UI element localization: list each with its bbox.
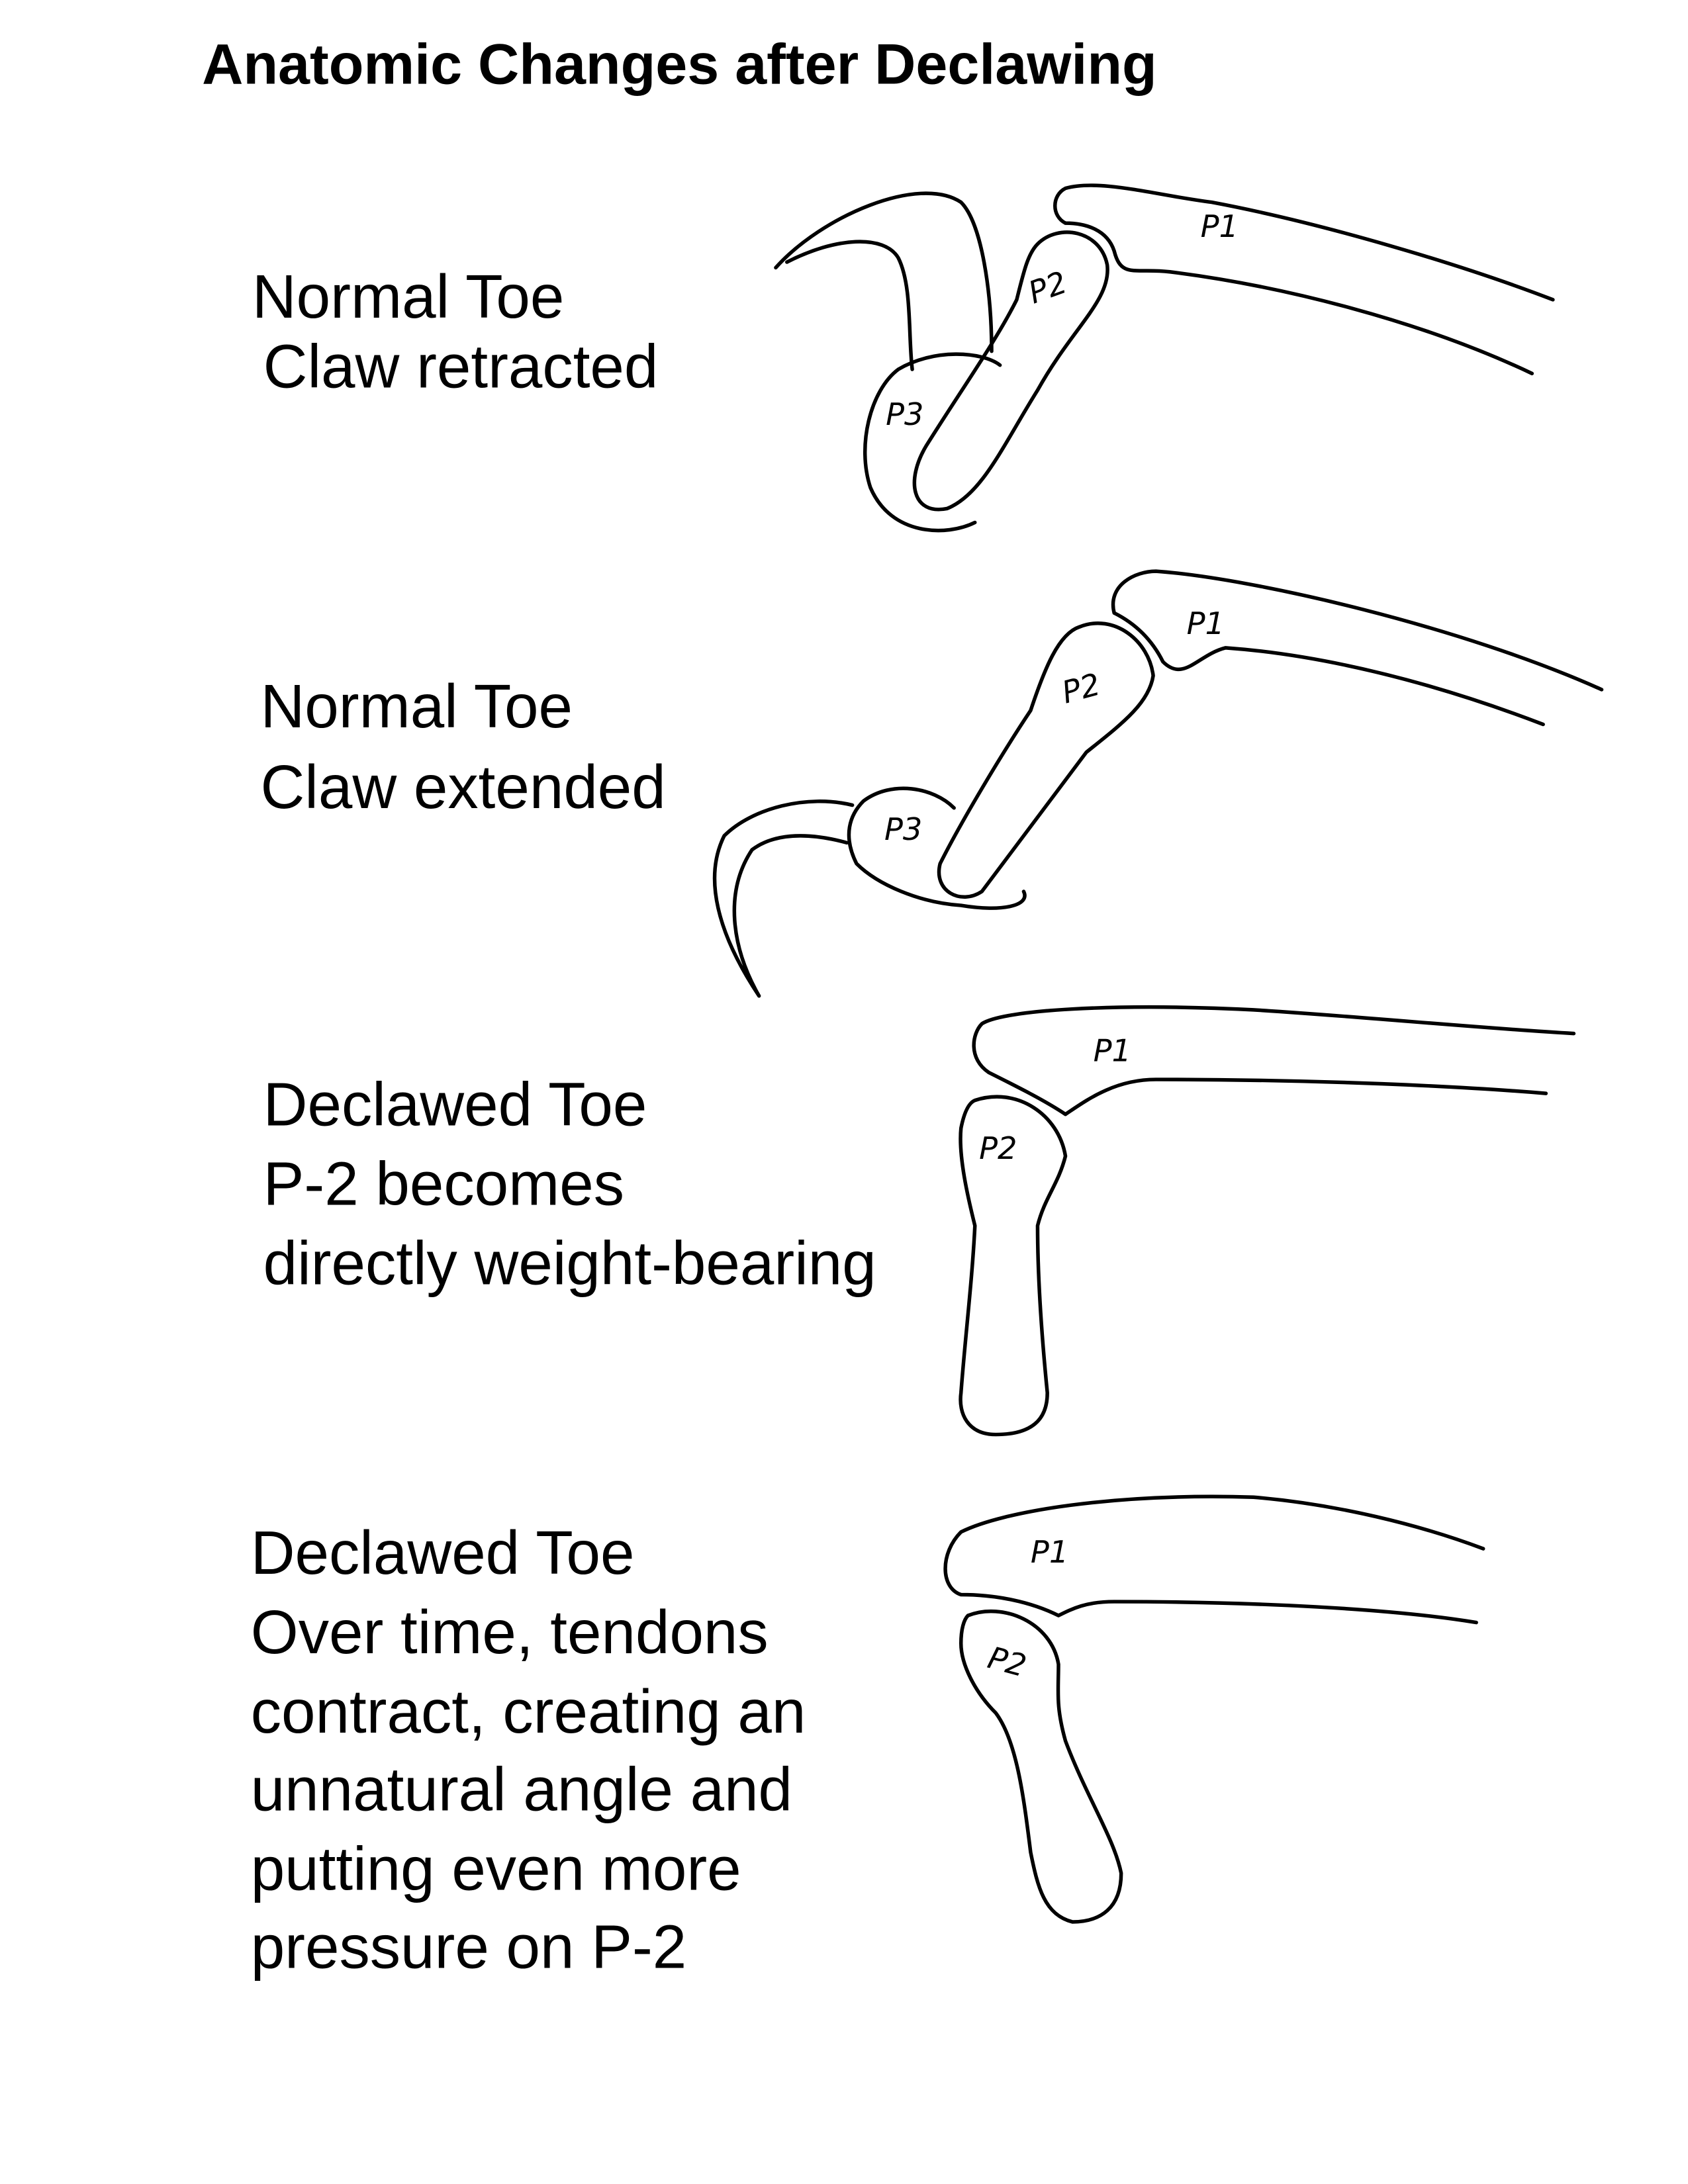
label-p1: P1	[1031, 1534, 1068, 1570]
caption-line: Over time, tendons	[251, 1598, 769, 1666]
bone-p1	[1053, 183, 1555, 376]
label-p1: P1	[1187, 606, 1225, 641]
bone-p1	[1111, 569, 1604, 727]
bone-p2	[959, 1095, 1068, 1437]
label-p1: P1	[1094, 1033, 1131, 1069]
panel-claw-extended: Normal Toe Claw extended P1 P2 P3	[260, 569, 1604, 998]
caption-line: Claw extended	[260, 752, 665, 821]
caption-line: Normal Toe	[252, 262, 565, 331]
bone-p2	[959, 1609, 1123, 1924]
label-p3: P3	[886, 396, 923, 432]
caption-line: P-2 becomes	[263, 1149, 624, 1218]
label-p2: P2	[979, 1130, 1017, 1166]
caption-line: Declawed Toe	[251, 1518, 635, 1587]
caption-line: Declawed Toe	[263, 1069, 647, 1138]
label-p1: P1	[1201, 208, 1239, 244]
bone-p2	[912, 230, 1109, 512]
label-p2: P2	[1058, 666, 1103, 711]
panel-claw-retracted: Normal Toe Claw retracted P1 P2 P3	[252, 183, 1555, 533]
bone-p1	[943, 1494, 1485, 1625]
caption-line: pressure on P-2	[251, 1912, 687, 1981]
caption-line: Claw retracted	[263, 332, 659, 400]
claw	[774, 191, 994, 371]
caption-line: contract, creating an	[251, 1677, 806, 1746]
claw	[712, 799, 855, 998]
label-p2: P2	[984, 1639, 1030, 1684]
bone-p3	[863, 352, 1002, 533]
label-p3: P3	[884, 811, 922, 847]
bone-p2	[937, 621, 1155, 899]
bone-p3	[847, 786, 1027, 910]
caption-line: directly weight-bearing	[263, 1228, 876, 1297]
caption-line: putting even more	[251, 1835, 741, 1903]
panel-declawed-contracted: Declawed Toe Over time, tendons contract…	[251, 1494, 1485, 1981]
panel-declawed: Declawed Toe P-2 becomes directly weight…	[263, 1005, 1576, 1437]
caption-line: Normal Toe	[260, 672, 573, 741]
bone-p1	[972, 1005, 1576, 1116]
caption-line: unnatural angle and	[251, 1755, 792, 1824]
label-p2: P2	[1023, 264, 1071, 310]
diagram-title: Anatomic Changes after Declawing	[202, 33, 1157, 97]
